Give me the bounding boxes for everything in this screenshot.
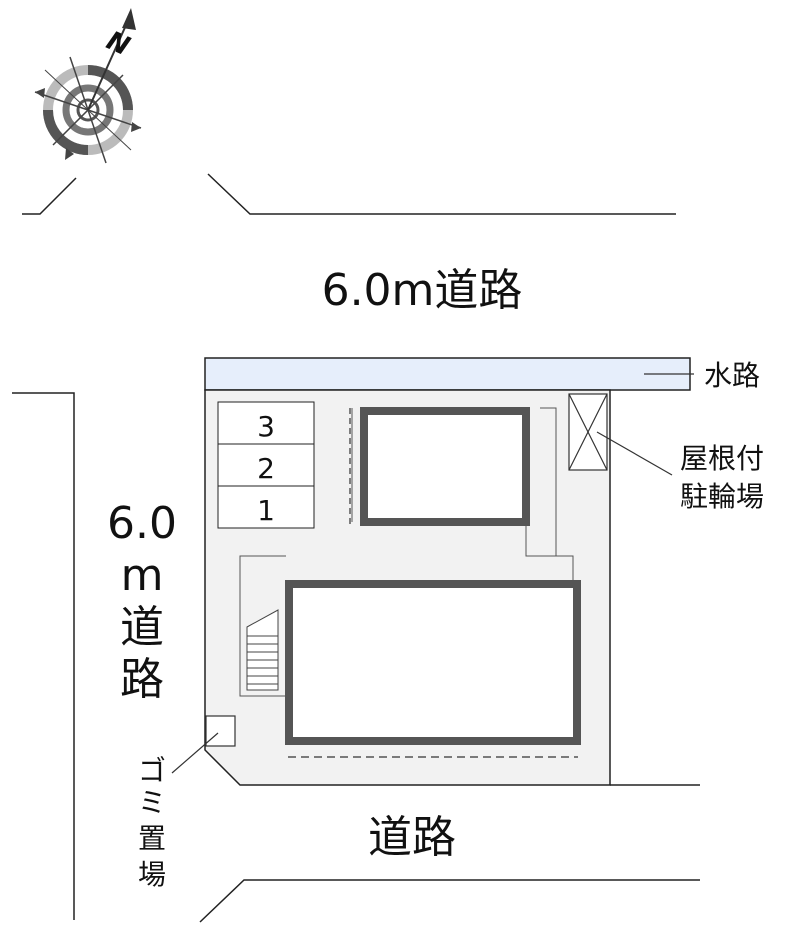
parking-space-number: 1: [257, 494, 275, 527]
staircase-icon: [246, 609, 279, 691]
west-road-label-line: 道: [120, 602, 164, 653]
parking-space: [217, 443, 315, 487]
garbage-area-label: ゴ ミ 置 場: [138, 754, 166, 891]
south-road-label: 道路: [368, 812, 456, 863]
waterway-label: 水路: [704, 359, 760, 392]
bike-parking-label: 屋根付: [680, 442, 764, 475]
north-road-right-edge: [207, 173, 676, 215]
bike-parking-label: 駐輪場: [680, 480, 764, 513]
compass-north-label: N: [102, 26, 134, 62]
west-road-label-line: 路: [120, 654, 164, 705]
building-upper: [360, 407, 530, 526]
west-road-label-line: m: [121, 550, 164, 601]
north-road-left-edge: [22, 177, 77, 215]
parking-space-number: 2: [257, 452, 275, 485]
road-lines: [12, 173, 700, 923]
north-road-label: 6.0m道路: [322, 265, 523, 316]
garbage-label-char: ゴ: [138, 754, 166, 787]
garbage-label-char: ミ: [138, 786, 166, 819]
garbage-label-char: 場: [138, 858, 166, 891]
parking-space-number: 3: [257, 410, 275, 443]
west-road-label: 6.0 m 道 路: [107, 498, 177, 705]
garbage-area-box: [205, 715, 236, 747]
south-road-edge: [199, 879, 700, 923]
parking-space: [217, 401, 315, 445]
garbage-area-leader: [171, 732, 219, 774]
bike-parking-icon: [568, 393, 608, 471]
west-road-label-line: 6.0: [107, 498, 177, 549]
garbage-label-char: 置: [138, 822, 166, 855]
north-arrow-compass-icon: [34, 8, 142, 164]
parking-area: [217, 401, 315, 529]
building-lower: [285, 580, 581, 745]
waterway-strip: [204, 357, 691, 391]
west-road-edge: [12, 392, 75, 920]
bike-parking-leader: [596, 431, 673, 476]
parking-space: [217, 485, 315, 529]
walkway: [239, 407, 574, 697]
